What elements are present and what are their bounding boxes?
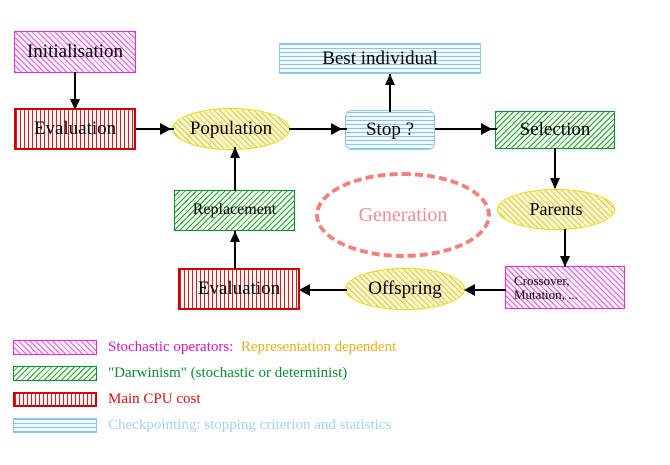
node-offspring[interactable]: Offspring bbox=[345, 268, 465, 310]
arrowhead-right-population bbox=[160, 123, 171, 135]
arrowhead-right-selection bbox=[481, 123, 492, 135]
legend-row-stochastic-operators: Stochastic operators: Representation dep… bbox=[0, 339, 670, 366]
node-evaluation-bottom-label: Evaluation bbox=[197, 278, 281, 300]
green-hatch-fill bbox=[175, 191, 294, 230]
variation-line-2: Mutation, ... bbox=[514, 286, 578, 302]
arrowhead-up-replacement bbox=[230, 231, 240, 242]
legend-secondary-1: Representation dependent bbox=[240, 339, 397, 355]
node-replacement-label: Replacement bbox=[192, 201, 277, 219]
node-initialisation[interactable]: Initialisation bbox=[14, 31, 136, 73]
red-hatch-fill bbox=[16, 110, 134, 148]
legend-swatch-blue bbox=[13, 418, 97, 433]
node-generation-label: Generation bbox=[358, 203, 448, 226]
arrowhead-down-parents bbox=[550, 178, 560, 189]
legend-swatch-green bbox=[13, 366, 97, 381]
red-hatch-fill bbox=[180, 270, 298, 308]
legend-text-stochastic-operators: Stochastic operators: Representation dep… bbox=[108, 339, 396, 356]
connector-variation-to-offspring bbox=[466, 289, 506, 291]
magenta-hatch-fill bbox=[14, 341, 96, 354]
node-replacement[interactable]: Replacement bbox=[174, 190, 295, 231]
connector-stop-to-best-individual bbox=[389, 74, 391, 112]
green-hatch-fill bbox=[496, 112, 614, 148]
legend: Stochastic operators: Representation dep… bbox=[0, 339, 670, 444]
connector-selection-to-parents bbox=[554, 148, 556, 188]
connector-replacement-to-population bbox=[234, 147, 236, 191]
node-best-individual[interactable]: Best individual bbox=[279, 43, 481, 74]
arrowhead-up-population bbox=[230, 147, 240, 158]
magenta-hatch-fill bbox=[15, 32, 135, 72]
green-hatch-fill bbox=[14, 367, 96, 380]
node-stop-label: Stop ? bbox=[365, 119, 415, 141]
magenta-hatch-fill bbox=[506, 267, 624, 308]
legend-text-darwinism: "Darwinism" (stochastic or determinist) bbox=[108, 365, 348, 381]
node-evaluation-top-label: Evaluation bbox=[33, 118, 117, 140]
connector-stop-to-selection bbox=[435, 128, 497, 130]
node-offspring-label: Offspring bbox=[368, 278, 442, 300]
node-selection[interactable]: Selection bbox=[495, 111, 615, 149]
variation-line-1: Crossover, bbox=[514, 272, 570, 288]
legend-text-checkpointing: Checkpointing: stopping criterion and st… bbox=[108, 417, 392, 433]
red-hatch-fill bbox=[15, 394, 95, 405]
yellow-hatch-fill bbox=[346, 269, 464, 309]
legend-primary-1: Stochastic operators: bbox=[108, 339, 234, 355]
node-stop[interactable]: Stop ? bbox=[345, 110, 435, 150]
legend-text-main-cpu-cost: Main CPU cost bbox=[108, 391, 201, 407]
arrowhead-right-stop bbox=[331, 123, 342, 135]
yellow-hatch-fill bbox=[173, 109, 289, 149]
connector-population-to-stop bbox=[289, 128, 347, 130]
node-best-individual-label: Best individual bbox=[322, 47, 438, 69]
node-population-label: Population bbox=[189, 118, 273, 140]
node-generation: Generation bbox=[315, 172, 491, 258]
legend-row-checkpointing: Checkpointing: stopping criterion and st… bbox=[0, 417, 670, 444]
legend-row-darwinism: "Darwinism" (stochastic or determinist) bbox=[0, 365, 670, 392]
node-population[interactable]: Population bbox=[172, 108, 290, 150]
arrowhead-up-best-individual bbox=[385, 74, 395, 85]
node-variation-operators-text: Crossover,Mutation, ... bbox=[506, 274, 624, 301]
legend-swatch-magenta bbox=[13, 340, 97, 355]
arrowhead-left-offspring bbox=[464, 284, 475, 296]
node-selection-label: Selection bbox=[519, 119, 591, 141]
legend-row-main-cpu-cost: Main CPU cost bbox=[0, 391, 670, 418]
node-variation-operators[interactable]: Crossover,Mutation, ... bbox=[505, 266, 625, 309]
yellow-hatch-fill bbox=[498, 190, 614, 229]
node-evaluation-top[interactable]: Evaluation bbox=[14, 108, 136, 150]
node-initialisation-label: Initialisation bbox=[26, 41, 124, 63]
arrowhead-down-variation bbox=[560, 256, 570, 267]
connector-evaluation-bottom-to-replacement bbox=[234, 231, 236, 269]
blue-hatch-fill bbox=[346, 111, 434, 149]
node-evaluation-bottom[interactable]: Evaluation bbox=[178, 268, 300, 310]
arrowhead-down-evaluation-top bbox=[70, 99, 80, 110]
blue-hatch-fill bbox=[280, 44, 480, 73]
connector-parents-to-variation bbox=[564, 229, 566, 267]
node-parents[interactable]: Parents bbox=[497, 189, 615, 230]
connector-initialisation-to-evaluation bbox=[74, 72, 76, 105]
legend-swatch-red bbox=[13, 392, 97, 407]
node-parents-label: Parents bbox=[529, 199, 583, 220]
connector-offspring-to-evaluation-bottom bbox=[301, 289, 347, 291]
blue-hatch-fill bbox=[14, 419, 96, 432]
arrowhead-left-evaluation-bottom bbox=[299, 284, 310, 296]
connector-evaluation-to-population bbox=[136, 128, 174, 130]
